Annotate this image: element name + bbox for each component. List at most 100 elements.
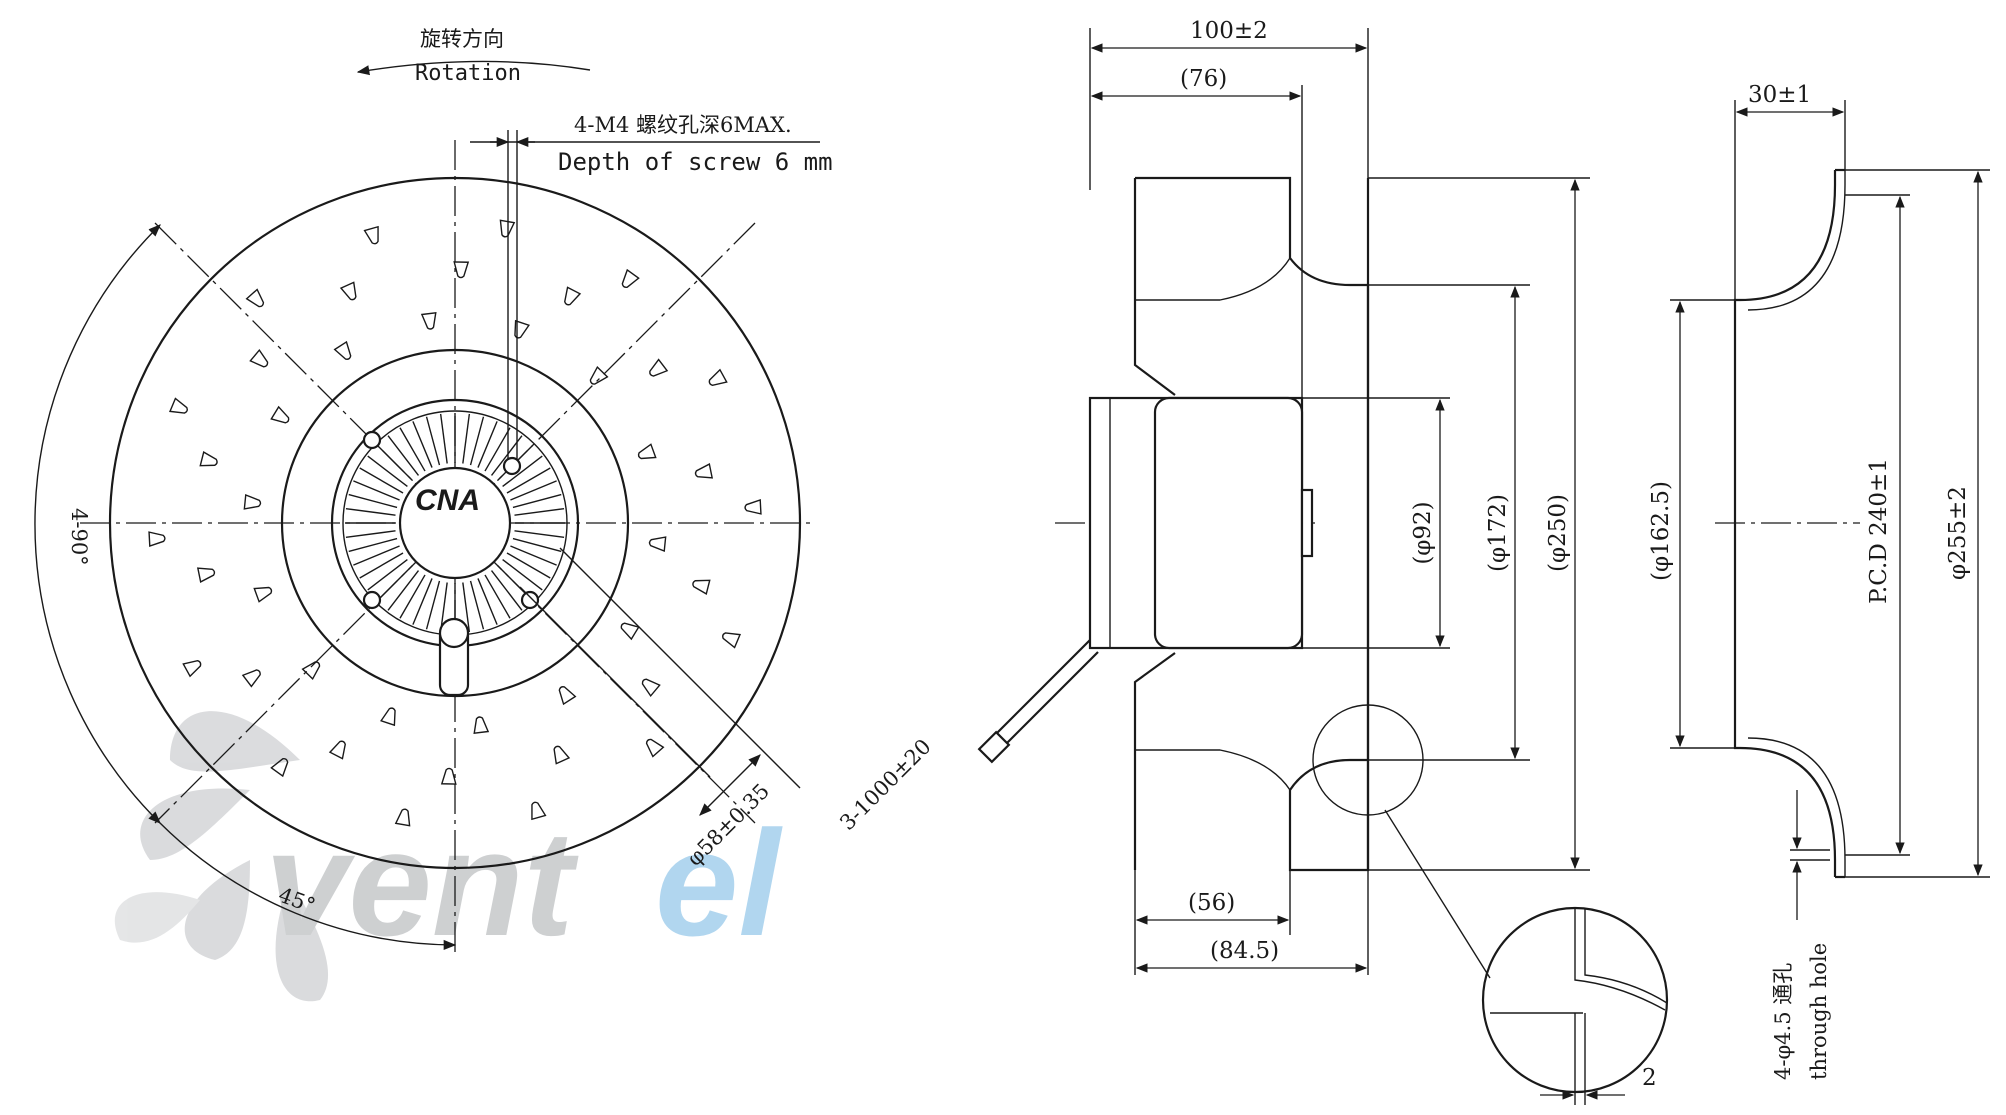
blade-rivet-icon [243, 493, 262, 510]
cooling-fin [348, 537, 398, 553]
rotation-label-cn: 旋转方向 [420, 27, 504, 51]
screw-hole-icon [502, 456, 522, 476]
cooling-fin [399, 574, 426, 619]
hub-dim-ext-2 [559, 547, 801, 789]
detail-gap-label: 2 [1642, 1065, 1657, 1091]
cable-gland-nut [438, 617, 470, 649]
blade-rivet-icon [648, 536, 667, 553]
angle-4x90-arc [34, 224, 161, 824]
cooling-fin [512, 537, 562, 553]
detail-profile [1574, 908, 1668, 1011]
blade-rivet-icon [328, 740, 346, 760]
watermark-text-gray: vent [265, 799, 579, 967]
cooling-fin [425, 416, 441, 466]
cooling-fin [376, 444, 414, 482]
blade-rivet-icon [249, 348, 269, 368]
blade-rivet-icon [692, 579, 711, 595]
cable [988, 639, 1099, 752]
cooling-fin [359, 467, 404, 494]
blade-rivet-icon [514, 319, 530, 339]
side-view: 100±2 (76) (56) (84.5) (φ92) (φ172) (φ25… [977, 18, 1669, 1105]
blade-rivet-icon [694, 463, 714, 479]
dia172-label: (φ172) [1485, 494, 1511, 572]
blade-rivet-icon [589, 365, 609, 385]
motor-hub-center [398, 466, 512, 580]
blade-rivet-icon [245, 288, 265, 308]
blade-rivet-icon [148, 531, 166, 548]
blade-rivet-icon [270, 758, 289, 778]
blade-rivet-icon [564, 286, 582, 306]
blade-rivet-icon [199, 451, 218, 467]
cooling-fin [514, 530, 565, 539]
cooling-fin [387, 435, 420, 476]
blade-rivet-icon [168, 397, 188, 414]
cooling-fin [512, 493, 562, 509]
blade-rivet-icon [558, 686, 577, 706]
watermark-logo: vent el [114, 711, 783, 1002]
blade-rivet-icon [301, 661, 321, 681]
cooling-fin [345, 507, 396, 516]
blade-rivet-icon [621, 268, 640, 288]
brand-logo-icon: CNA [415, 484, 480, 517]
blade-rivet-icon [394, 808, 411, 827]
depth-76-label: (76) [1180, 66, 1227, 92]
blade-rivet-icon [333, 340, 352, 360]
cooling-fin [510, 545, 557, 566]
cooling-fin [484, 574, 511, 619]
screw-note-en: Depth of screw 6 mm [558, 148, 833, 176]
screw-note-cn: 4-M4 螺纹孔深6MAX. [574, 113, 792, 137]
depth-84-5-label: (84.5) [1210, 938, 1279, 964]
cooling-fin [367, 558, 408, 591]
hub-dim-ext-1 [519, 586, 711, 778]
blade-rivet-icon [620, 622, 640, 641]
cable-connector [977, 730, 1011, 764]
cooling-fin [439, 582, 448, 633]
blade-rivet-icon [722, 632, 741, 649]
inlet-ring-profile [1733, 170, 1837, 877]
cable-length-label: 3-1000±20 [835, 734, 936, 835]
watermark-text-blue: el [655, 799, 783, 967]
blade-rivet-icon [420, 311, 437, 330]
blade-rivet-icon [241, 669, 261, 688]
cooling-fin [367, 455, 408, 488]
cooling-fin [490, 435, 523, 476]
cooling-fin [477, 421, 498, 468]
blade-rivet-icon [196, 567, 216, 583]
blade-rivet-icon [453, 261, 470, 279]
cooling-fin [462, 413, 471, 464]
cooling-fin [425, 580, 441, 630]
blade-rivet-icon [182, 659, 202, 678]
blade-rivet-icon [649, 358, 669, 377]
cooling-fin [506, 467, 551, 494]
inlet-ring-view: 30±1 (φ162.5) P.C.D 240±1 φ255±2 4-φ4.5 … [1648, 82, 1990, 1080]
motor-shaft-cap [1300, 488, 1314, 558]
blade-rivet-icon [499, 219, 516, 238]
rotation-label-en: Rotation [415, 61, 521, 86]
ring-outer-label: φ255±2 [1945, 486, 1971, 580]
blade-rivet-icon [641, 678, 661, 698]
blade-rivet-icon [637, 443, 657, 460]
blade-rivet-icon [744, 498, 762, 515]
motor-rotor [1153, 396, 1304, 650]
hole-note-cn: 4-φ4.5 通孔 [1771, 963, 1795, 1080]
rotation-arrow-icon [356, 60, 591, 76]
screw-hole-icon [520, 590, 540, 610]
hub-diameter-dim-line [699, 754, 761, 816]
cooling-fin [376, 564, 414, 602]
detail-leader [1384, 809, 1491, 979]
cooling-fin [399, 427, 426, 472]
cooling-fin [348, 493, 398, 509]
pcd-label: P.C.D 240±1 [1866, 458, 1892, 604]
screw-hole-icon [362, 590, 382, 610]
blade-rivet-icon [531, 801, 547, 821]
angle-4x90-label: 4-90° [67, 508, 91, 566]
depth-100-label: 100±2 [1190, 18, 1268, 44]
cooling-fin [345, 530, 396, 539]
screw-holes [362, 430, 540, 610]
cooling-fin [412, 421, 433, 468]
cooling-fin [490, 570, 523, 611]
dia92-label: (φ92) [1410, 501, 1436, 564]
blade-rivet-icon [708, 368, 728, 387]
cooling-fin [510, 480, 557, 501]
